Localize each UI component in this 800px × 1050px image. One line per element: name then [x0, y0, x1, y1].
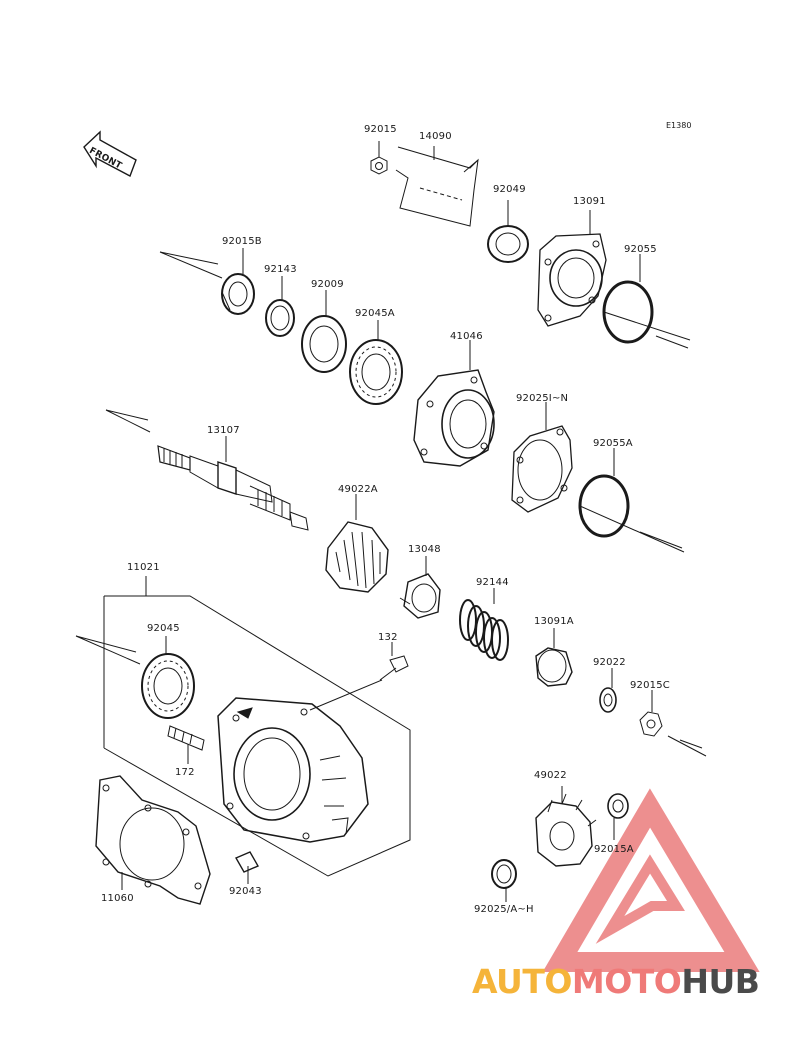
front-arrow-icon — [83, 130, 137, 177]
part-92043-dowel — [235, 851, 259, 873]
part-92055A-o-ring — [578, 474, 630, 538]
label-92045A: 92045A — [355, 308, 395, 319]
label-92049: 92049 — [493, 184, 526, 195]
watermark-moto: MOTO — [571, 962, 682, 1001]
label-92055: 92055 — [624, 244, 657, 255]
label-41046: 41046 — [450, 331, 483, 342]
label-92015C: 92015C — [630, 680, 670, 691]
automotohub-watermark: AUTOMOTOHUB — [472, 962, 760, 1001]
part-172-stud — [167, 725, 205, 751]
part-13107-shaft — [105, 409, 309, 531]
label-92144: 92144 — [476, 577, 509, 588]
part-92143-ring — [265, 299, 295, 337]
part-13091-housing — [537, 233, 607, 327]
label-13091: 13091 — [573, 196, 606, 207]
label-92045: 92045 — [147, 623, 180, 634]
label-92025I-N: 92025I~N — [516, 393, 569, 404]
label-92015B: 92015B — [222, 236, 262, 247]
watermark-auto: AUTO — [472, 962, 572, 1001]
part-11060-gasket — [95, 775, 211, 905]
part-49022-gear — [535, 793, 597, 867]
label-92015: 92015 — [364, 124, 397, 135]
part-92025I-N-gasket — [511, 425, 573, 513]
part-14090-bracket — [395, 146, 479, 227]
part-92144-spring — [459, 599, 509, 661]
part-92055-o-ring — [602, 280, 654, 344]
label-11021: 11021 — [127, 562, 160, 573]
label-92143: 92143 — [264, 264, 297, 275]
part-92045-bearing — [141, 653, 195, 719]
part-13048-sleeve — [399, 573, 441, 619]
part-92015B-seal — [221, 273, 255, 315]
part-11021-case — [217, 697, 369, 843]
part-92025A-H-shim — [491, 859, 517, 889]
label-49022A: 49022A — [338, 484, 378, 495]
part-13091A-collar — [535, 647, 573, 687]
part-92015C-nut — [639, 711, 663, 737]
label-92009: 92009 — [311, 279, 344, 290]
label-11060: 11060 — [101, 893, 134, 904]
part-49022A-bevel-gear — [325, 521, 389, 593]
label-132: 132 — [378, 632, 398, 643]
label-13048: 13048 — [408, 544, 441, 555]
label-92015A: 92015A — [594, 844, 634, 855]
label-92055A: 92055A — [593, 438, 633, 449]
label-92043: 92043 — [229, 886, 262, 897]
label-92025A-H: 92025/A~H — [474, 904, 534, 915]
label-172: 172 — [175, 767, 195, 778]
label-13091A: 13091A — [534, 616, 574, 627]
part-41046-housing — [413, 369, 495, 467]
label-92022: 92022 — [593, 657, 626, 668]
label-49022: 49022 — [534, 770, 567, 781]
part-92045A-bearing — [349, 339, 403, 405]
part-92049-seal — [487, 225, 529, 263]
part-132-bolt — [379, 655, 409, 681]
diagram-code: E1380 — [666, 121, 692, 130]
label-14090: 14090 — [419, 131, 452, 142]
automotohub-logo-icon — [542, 788, 760, 972]
part-92009-shim — [301, 315, 347, 373]
label-13107: 13107 — [207, 425, 240, 436]
watermark-hub: HUB — [681, 962, 760, 1001]
part-92015A-nut — [607, 793, 629, 819]
part-92015-nut — [370, 156, 388, 175]
part-92022-washer — [599, 687, 617, 713]
group-11021-bracket — [103, 576, 411, 877]
